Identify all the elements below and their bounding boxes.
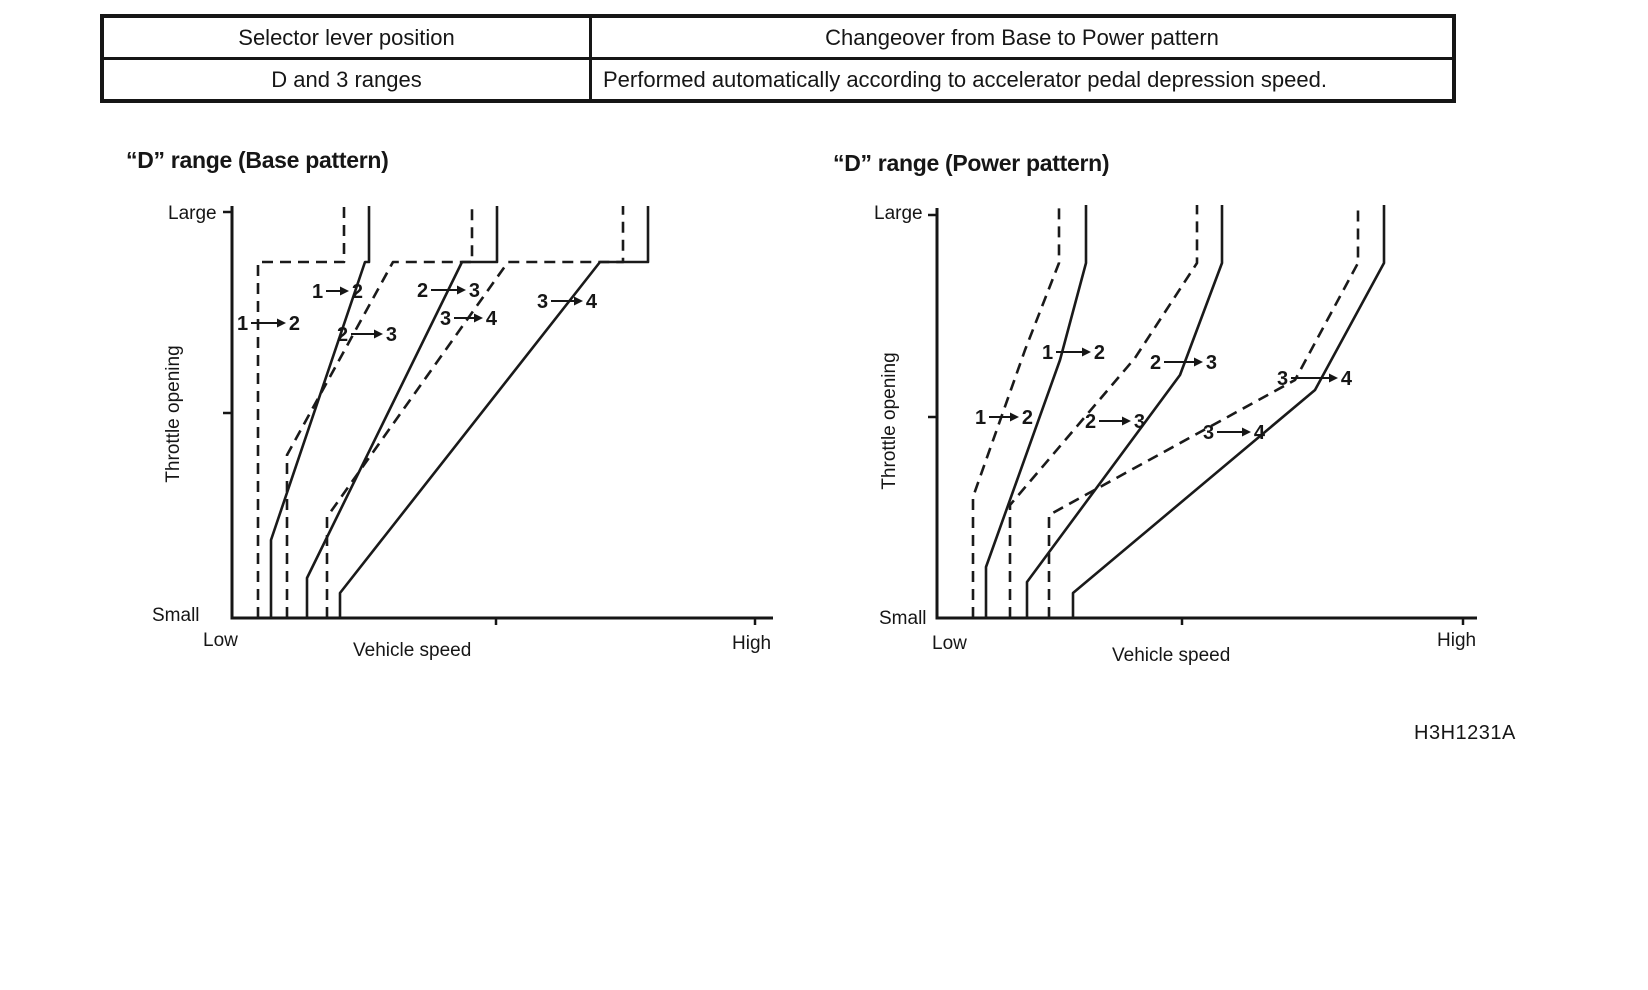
table-cell-selector-lever-position: Selector lever position bbox=[100, 14, 592, 60]
shift-label-from: 3 bbox=[440, 308, 451, 330]
arrowhead bbox=[457, 285, 466, 295]
shift-line-2-3-dashed bbox=[1008, 205, 1199, 618]
shift-label-from: 2 bbox=[1150, 352, 1161, 374]
y-min-label: Small bbox=[152, 605, 200, 626]
power-pattern-title: “D” range (Power pattern) bbox=[833, 150, 1110, 176]
y-max-label: Large bbox=[874, 203, 923, 224]
arrowhead bbox=[574, 296, 583, 306]
shift-label-from: 2 bbox=[1085, 411, 1096, 433]
shift-label-from: 1 bbox=[237, 313, 248, 335]
x-axis-label: Vehicle speed bbox=[1112, 645, 1231, 666]
shift-line-3-4-dashed bbox=[1047, 205, 1360, 618]
x-axis-label: Vehicle speed bbox=[353, 640, 472, 661]
shift-label-to: 2 bbox=[1022, 407, 1033, 429]
axis bbox=[230, 206, 773, 620]
shift-line-2-3-solid bbox=[305, 206, 499, 618]
arrowhead bbox=[1082, 347, 1091, 357]
shift-label-to: 4 bbox=[1341, 368, 1353, 390]
shift-label-to: 3 bbox=[386, 324, 397, 346]
shift-label-from: 1 bbox=[312, 281, 323, 303]
arrowhead bbox=[374, 329, 383, 339]
shift-label-to: 2 bbox=[352, 281, 363, 303]
table-cell-d-and-3-ranges: D and 3 ranges bbox=[100, 57, 592, 103]
power-pattern-chart: 1 2 1 2 2 3 2 3 3 4 3 4 Large Small Low Vehicle spe… bbox=[820, 190, 1520, 670]
shift-label-to: 3 bbox=[469, 280, 480, 302]
shift-line-1-2-dashed bbox=[971, 205, 1061, 618]
shift-label-from: 2 bbox=[417, 280, 428, 302]
base-pattern-title: “D” range (Base pattern) bbox=[126, 147, 389, 173]
arrowhead bbox=[277, 318, 286, 328]
arrowhead bbox=[1242, 427, 1251, 437]
shift-line-3-4-solid bbox=[1071, 205, 1386, 618]
arrowhead bbox=[474, 313, 483, 323]
shift-line-2-3-solid bbox=[1025, 205, 1224, 618]
shift-label-from: 2 bbox=[337, 324, 348, 346]
arrowhead bbox=[1122, 416, 1131, 426]
table-cell-performed-automatically: Performed automatically according to acc… bbox=[589, 57, 1456, 103]
y-axis-label: Throttle opening bbox=[163, 345, 184, 483]
y-max-label: Large bbox=[168, 203, 217, 224]
shift-label-to: 2 bbox=[1094, 342, 1105, 364]
table-row: Selector lever position Changeover from … bbox=[100, 14, 1456, 60]
shift-label-from: 3 bbox=[1203, 422, 1214, 444]
table-row: D and 3 ranges Performed automatically a… bbox=[100, 57, 1456, 103]
shift-line-1-2-dashed bbox=[256, 206, 346, 618]
arrowhead bbox=[340, 286, 349, 296]
shift-label-to: 4 bbox=[1254, 422, 1266, 444]
arrowhead bbox=[1194, 357, 1203, 367]
shift-label-from: 3 bbox=[1277, 368, 1288, 390]
shift-label-from: 3 bbox=[537, 291, 548, 313]
arrowhead bbox=[1329, 373, 1338, 383]
shift-line-1-2-solid bbox=[984, 205, 1088, 618]
shift-line-3-4-dashed bbox=[325, 206, 625, 618]
axis bbox=[935, 208, 1477, 620]
changeover-table: Selector lever position Changeover from … bbox=[100, 14, 1456, 103]
y-min-label: Small bbox=[879, 608, 927, 629]
figure-code: H3H1231A bbox=[1414, 722, 1516, 744]
x-min-label: Low bbox=[203, 630, 238, 651]
shift-label-to: 4 bbox=[586, 291, 598, 313]
shift-line-1-2-solid bbox=[269, 206, 371, 618]
x-max-label: High bbox=[1437, 630, 1477, 651]
shift-label-to: 3 bbox=[1206, 352, 1217, 374]
shift-label-from: 1 bbox=[1042, 342, 1053, 364]
x-max-label: High bbox=[732, 633, 772, 654]
shift-label-from: 1 bbox=[975, 407, 986, 429]
shift-line-3-4-solid bbox=[338, 206, 650, 618]
power-pattern-plot: 1 2 1 2 2 3 2 3 3 4 3 4 bbox=[928, 205, 1477, 625]
shift-line-2-3-dashed bbox=[285, 206, 474, 618]
shift-label-to: 3 bbox=[1134, 411, 1145, 433]
x-min-label: Low bbox=[932, 633, 967, 654]
arrowhead bbox=[1010, 412, 1019, 422]
shift-label-to: 4 bbox=[486, 308, 498, 330]
shift-label-to: 2 bbox=[289, 313, 300, 335]
y-axis-label: Throttle opening bbox=[879, 352, 900, 490]
table-cell-changeover-heading: Changeover from Base to Power pattern bbox=[589, 14, 1456, 60]
